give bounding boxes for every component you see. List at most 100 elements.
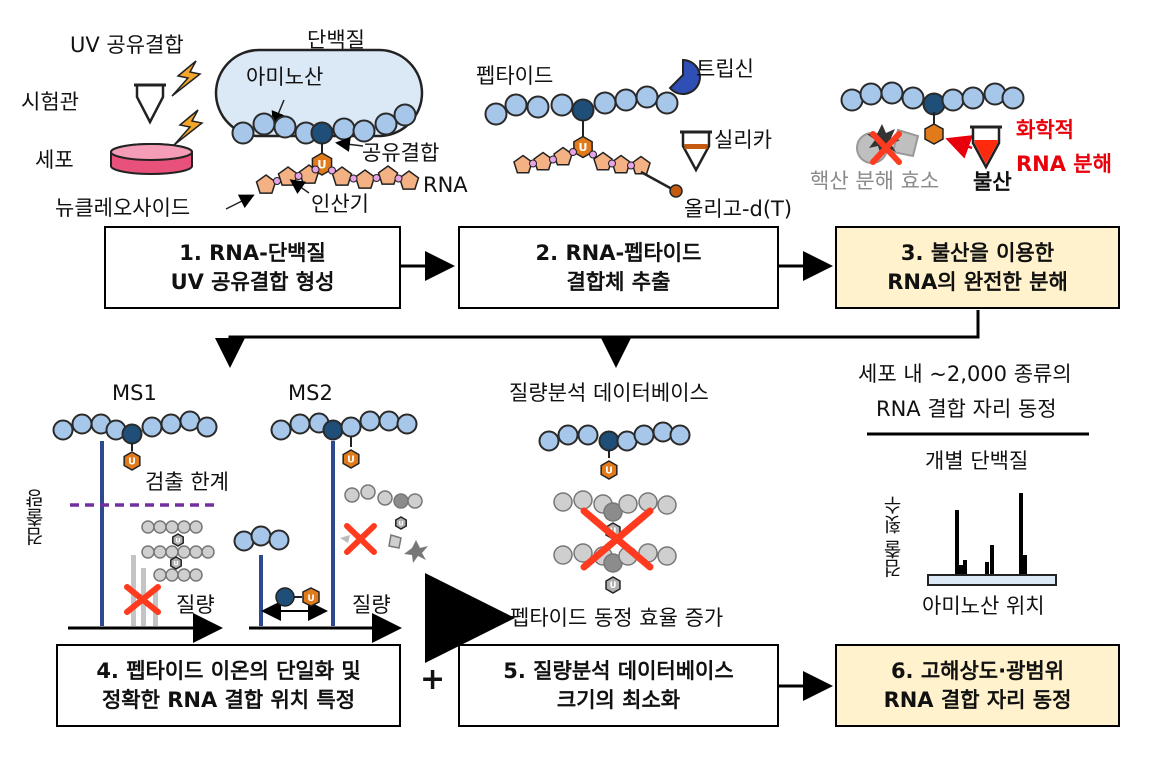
- amino-acid-bead: [270, 419, 292, 441]
- uracil-icon: [342, 449, 360, 469]
- amino-acid-bead: [71, 413, 93, 435]
- svg-text:U: U: [307, 594, 314, 604]
- peptide-label: 펩타이드: [476, 64, 554, 88]
- ghost-bead: [360, 484, 376, 500]
- protein-peptide-chain: [231, 103, 417, 145]
- ghost-bead: [618, 494, 638, 514]
- amino-acid-bead: [504, 93, 528, 117]
- peptide-chain: [484, 85, 679, 126]
- amino-acid-bead: [1001, 86, 1025, 110]
- phosphate-icon: [608, 159, 616, 168]
- step-6-box: 6. 고해상도·광범위 RNA 결합 자리 동정: [835, 644, 1120, 727]
- phosphate-icon: [294, 172, 303, 180]
- ghost-bead: [657, 546, 677, 566]
- histogram-bar: [1023, 555, 1027, 575]
- ghost-bead: [393, 493, 409, 509]
- amino-acid-bead: [557, 424, 579, 446]
- peptide-fragment: [233, 525, 290, 552]
- uv-lightning-icon: [173, 109, 204, 146]
- nuclease-label: 핵산 분해 효소: [810, 169, 940, 193]
- ghost-bead: [603, 502, 623, 522]
- uracil-letter: U: [605, 466, 613, 477]
- oligo-label: 올리고-d(T): [684, 197, 793, 221]
- ghost-bead: [407, 493, 423, 509]
- ghost-bead: [153, 568, 167, 582]
- step-6-line2: RNA 결합 자리 동정: [883, 687, 1072, 712]
- uracil-letter: U: [175, 537, 180, 544]
- unidentified-species: U: [340, 484, 428, 563]
- ghost-bead: [553, 545, 573, 565]
- uracil-icon: [573, 135, 593, 159]
- phosphate-icon: [569, 148, 577, 156]
- amino-acid-bead: [52, 419, 74, 441]
- amino-acid-bead: [289, 413, 311, 435]
- amino-acid-bead: [655, 91, 679, 115]
- hf-tube-icon: [970, 125, 1002, 170]
- amino-acid-bead: [880, 81, 904, 105]
- binding-site-histogram: [955, 493, 1027, 575]
- phosphate-icon: [627, 161, 635, 170]
- amino-acid-bead: [252, 112, 276, 136]
- amino-acid-bead: [352, 119, 376, 143]
- step-2-box: 2. RNA-펩타이드 결합체 추출: [458, 226, 779, 309]
- phosphate-label: 인산기: [311, 192, 369, 216]
- red-x-icon: [344, 523, 377, 555]
- ghost-bead: [153, 545, 167, 559]
- test-tube-icon: [134, 83, 166, 125]
- nucleotide-icon: [593, 151, 613, 171]
- database-title: 질량분석 데이터베이스: [509, 381, 709, 405]
- uracil-icon: [605, 576, 621, 594]
- uracil-letter: U: [398, 520, 403, 527]
- amino-acid-bead: [250, 525, 272, 547]
- amino-acid-bead: [359, 410, 381, 432]
- ghost-bead: [344, 487, 360, 503]
- crosslinked-residue: [598, 430, 620, 452]
- amino-acid-bead: [196, 416, 218, 438]
- amino-acid-bead: [633, 424, 655, 446]
- step-1-line1: 1. RNA-단백질: [179, 241, 326, 266]
- red-x-icon: [124, 584, 161, 615]
- amino-acid-bead: [340, 416, 362, 438]
- amino-acid-bead: [550, 93, 574, 117]
- nucleotide-icon: [533, 151, 553, 171]
- ghost-bead: [177, 520, 191, 534]
- phosphate-icon: [372, 174, 381, 182]
- result-line2: RNA 결합 자리 동정: [876, 397, 1057, 421]
- unidentified-species: UU: [141, 520, 215, 582]
- rna-fragment: U: [513, 135, 651, 175]
- rna-strand: U: [255, 152, 420, 194]
- crosslinked-residue: [322, 419, 344, 441]
- amino-acid-bead: [652, 421, 674, 443]
- ghost-bead: [657, 495, 677, 515]
- ms2-mass-label: 질량: [352, 593, 391, 617]
- crosslinked-residue: [922, 92, 946, 116]
- nucleotide-icon: [553, 146, 573, 166]
- nucleotide-icon: [398, 170, 420, 190]
- histogram-bar: [985, 562, 989, 575]
- amino-acid-bead: [859, 82, 883, 106]
- amino-acid-bead: [396, 413, 418, 435]
- amino-acid-bead: [332, 117, 356, 141]
- chemical-label: 화학적: [1016, 118, 1074, 142]
- amino-acid-bead: [393, 103, 417, 127]
- amino-acid-bead: [273, 115, 297, 139]
- step-3-box: 3. 불산을 이용한 RNA의 완전한 분해: [835, 226, 1120, 309]
- rna-label: RNA: [423, 173, 468, 197]
- histogram-bar: [959, 565, 963, 575]
- crosslinked-residue: [121, 423, 143, 445]
- ghost-bead: [189, 520, 203, 534]
- amino-acid-bead: [141, 416, 163, 438]
- uracil-icon: [395, 516, 407, 530]
- cell-dish-icon: [110, 143, 193, 175]
- amino-acid-bead: [378, 410, 400, 432]
- hf-label: 불산: [973, 170, 1012, 194]
- step-2-line2: 결합체 추출: [566, 269, 671, 294]
- oligo-bead-icon: [669, 184, 683, 198]
- covalent-label: 공유결합: [362, 141, 440, 165]
- step-5-line2: 크기의 최소화: [556, 687, 681, 712]
- individual-protein-label: 개별 단백질: [925, 449, 1029, 473]
- amino-acid-bead: [593, 91, 617, 115]
- amino-acid-bead: [669, 424, 691, 446]
